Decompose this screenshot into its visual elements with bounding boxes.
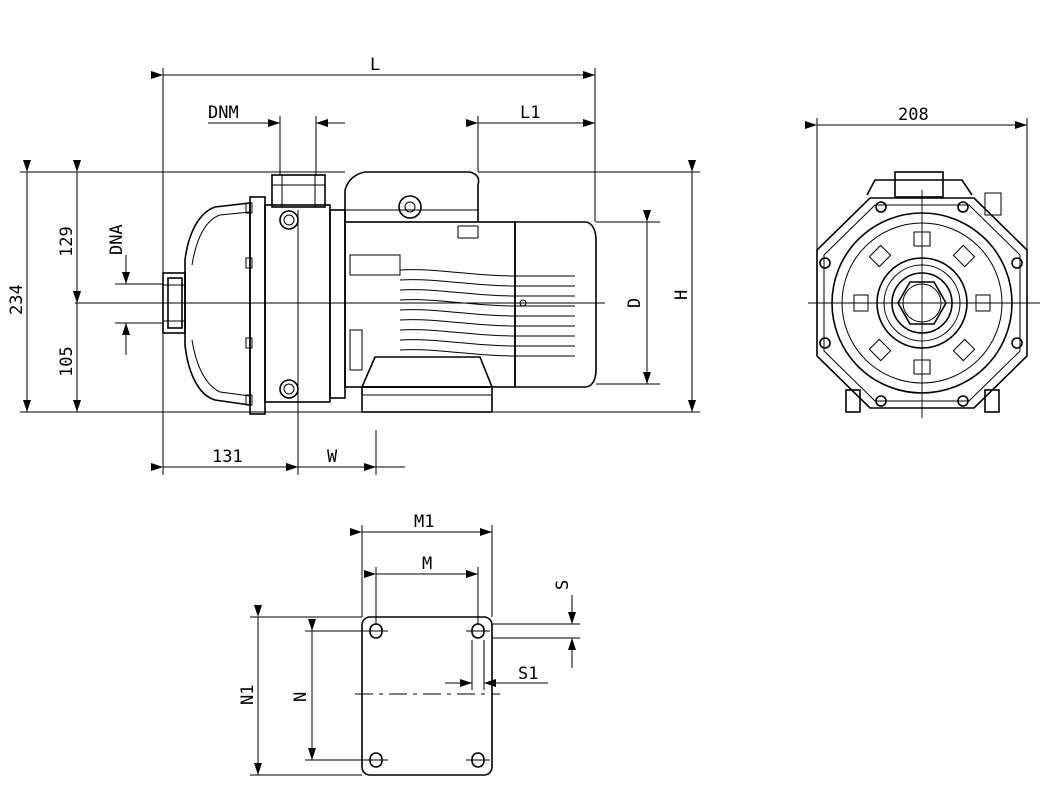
dim-129-label: 129 [57, 226, 77, 257]
dim-M-label: M [422, 554, 432, 574]
dim-W-label: W [327, 447, 338, 467]
front-view: 208 [805, 105, 1040, 418]
dim-H-label: H [672, 290, 692, 300]
discharge-nozzle [271, 174, 326, 208]
motor-body [344, 221, 597, 388]
dim-131-label: 131 [212, 447, 243, 467]
terminal-box [344, 171, 480, 222]
pump-octagon [816, 197, 1028, 409]
motor-foot [360, 356, 494, 413]
dim-DNA-label: DNA [107, 224, 127, 255]
foot-plate [361, 616, 493, 776]
foot-plan-view: M1 M S S1 N1 N [238, 512, 580, 776]
dim-N-label: N [291, 692, 311, 702]
dim-DNM-label: DNM [208, 103, 239, 123]
dim-N1-label: N1 [238, 685, 258, 705]
dim-208-label: 208 [898, 105, 929, 125]
dim-S1-label: S1 [518, 664, 538, 684]
dim-S-label: S [553, 580, 573, 590]
dim-105-label: 105 [57, 346, 77, 377]
dim-L1-label: L1 [520, 103, 540, 123]
dim-234-label: 234 [7, 284, 27, 315]
dim-M1-label: M1 [414, 512, 434, 532]
pump-casing [184, 196, 346, 415]
dim-D-label: D [625, 298, 645, 308]
side-view: L DNM L1 234 129 105 DNA D H [7, 55, 700, 475]
dim-L-label: L [370, 55, 380, 75]
